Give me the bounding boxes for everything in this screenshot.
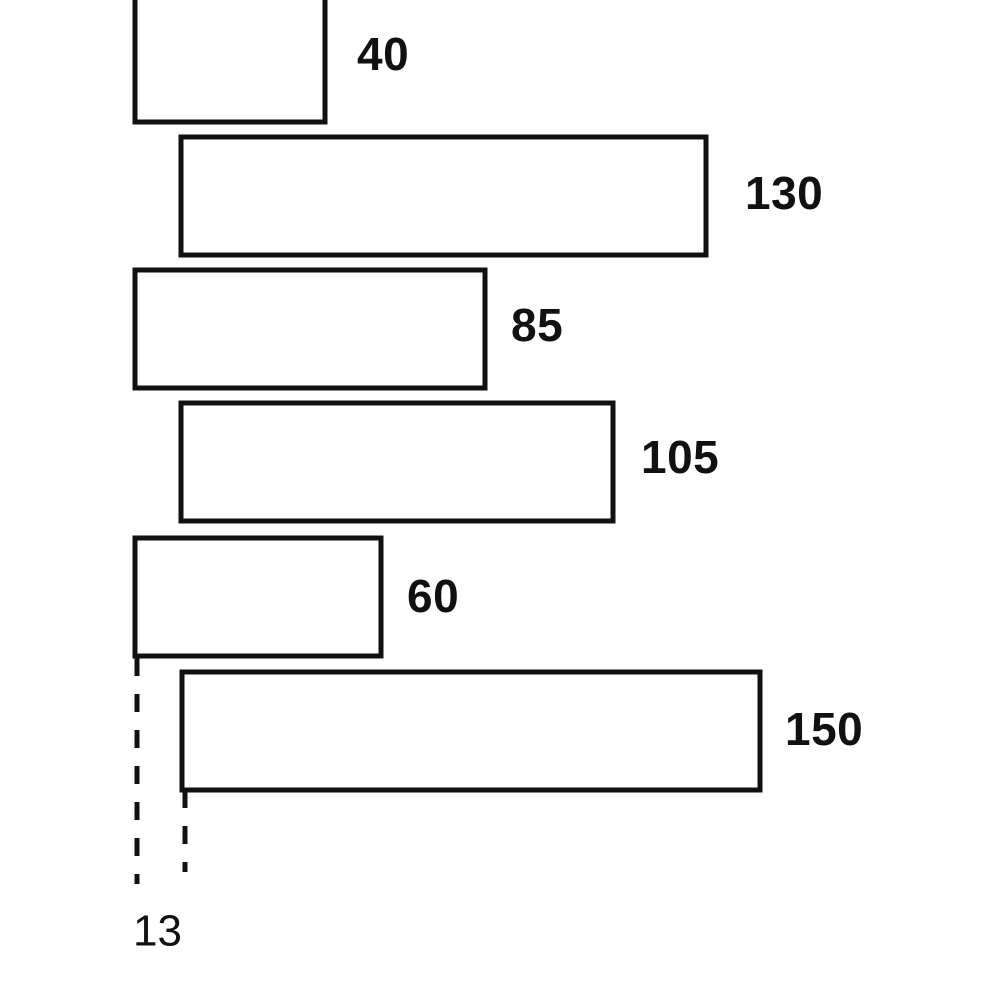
bar-value-label-6: 150 (785, 703, 863, 755)
bar-group-2[interactable]: 130 (178, 134, 823, 258)
bar-rect-6[interactable] (179, 669, 763, 793)
bar-rect-5[interactable] (132, 535, 384, 659)
bar-group-1[interactable]: 40 (132, 0, 409, 125)
bar-value-label-2: 130 (745, 167, 823, 219)
bar-value-label-4: 105 (641, 431, 719, 483)
bar-rect-3[interactable] (132, 267, 488, 391)
bar-value-label-1: 40 (357, 28, 409, 80)
gap-value-label: 13 (133, 907, 182, 956)
bar-rect-4[interactable] (178, 400, 616, 524)
bar-group-5[interactable]: 60 (132, 535, 459, 659)
bar-rect-2[interactable] (178, 134, 709, 258)
bar-group-4[interactable]: 105 (178, 400, 719, 524)
bar-rect-1[interactable] (132, 0, 328, 125)
bar-value-label-5: 60 (407, 570, 459, 622)
bar-value-label-3: 85 (511, 299, 563, 351)
bar-group-3[interactable]: 85 (132, 267, 563, 391)
bar-group-6[interactable]: 150 (179, 669, 863, 793)
